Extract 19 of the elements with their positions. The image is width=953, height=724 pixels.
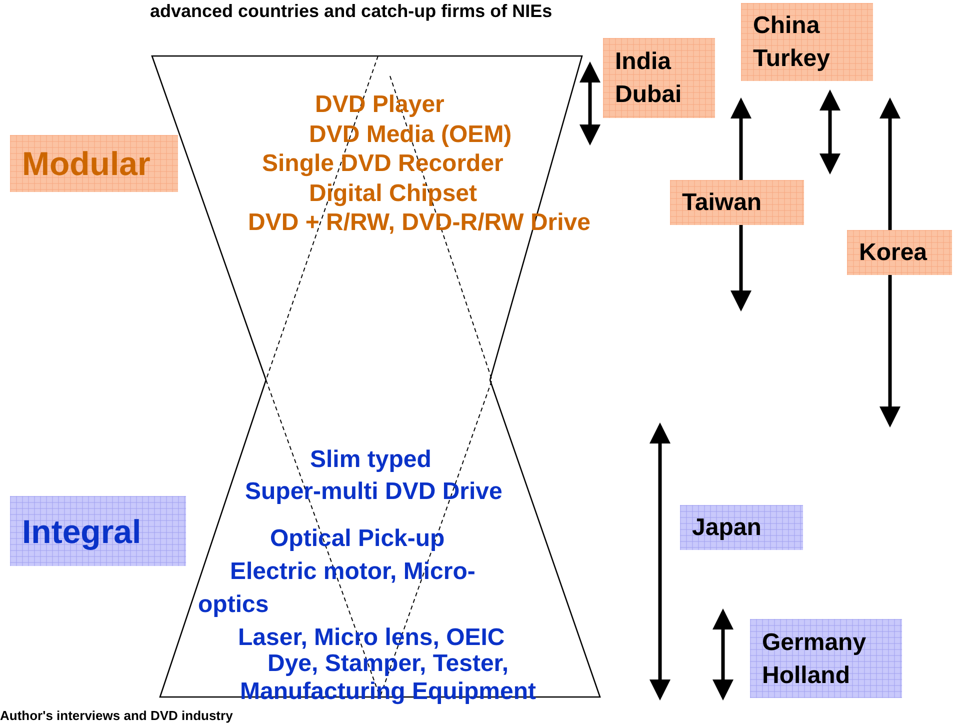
region-label: Integral bbox=[22, 514, 142, 548]
region-label: Germany Holland bbox=[762, 628, 868, 690]
region-label: Modular bbox=[22, 147, 150, 180]
product-list-item: Slim typed bbox=[310, 445, 432, 475]
product-list-item: Single DVD Recorder bbox=[262, 149, 504, 179]
product-list-item: Electric motor, Micro-optics bbox=[198, 557, 476, 620]
region-label: Taiwan bbox=[682, 188, 762, 218]
region-label: India Dubai bbox=[615, 47, 683, 110]
region-label: Korea bbox=[859, 238, 928, 268]
product-list-item: Laser, Micro lens, OEIC bbox=[238, 623, 505, 653]
product-list-item: DVD Media (OEM) bbox=[309, 120, 512, 150]
product-list-item: Digital Chipset bbox=[309, 179, 478, 209]
product-list-item: Optical Pick-up bbox=[270, 524, 445, 554]
region-label: Japan bbox=[692, 513, 762, 543]
product-list-item: Super-multi DVD Drive bbox=[245, 477, 502, 507]
product-list-item: DVD Player bbox=[315, 90, 444, 120]
region-label: China Turkey bbox=[753, 11, 831, 74]
caption: Author's interviews and DVD industry bbox=[0, 708, 233, 723]
title: advanced countries and catch-up firms of NIEs bbox=[150, 0, 552, 22]
